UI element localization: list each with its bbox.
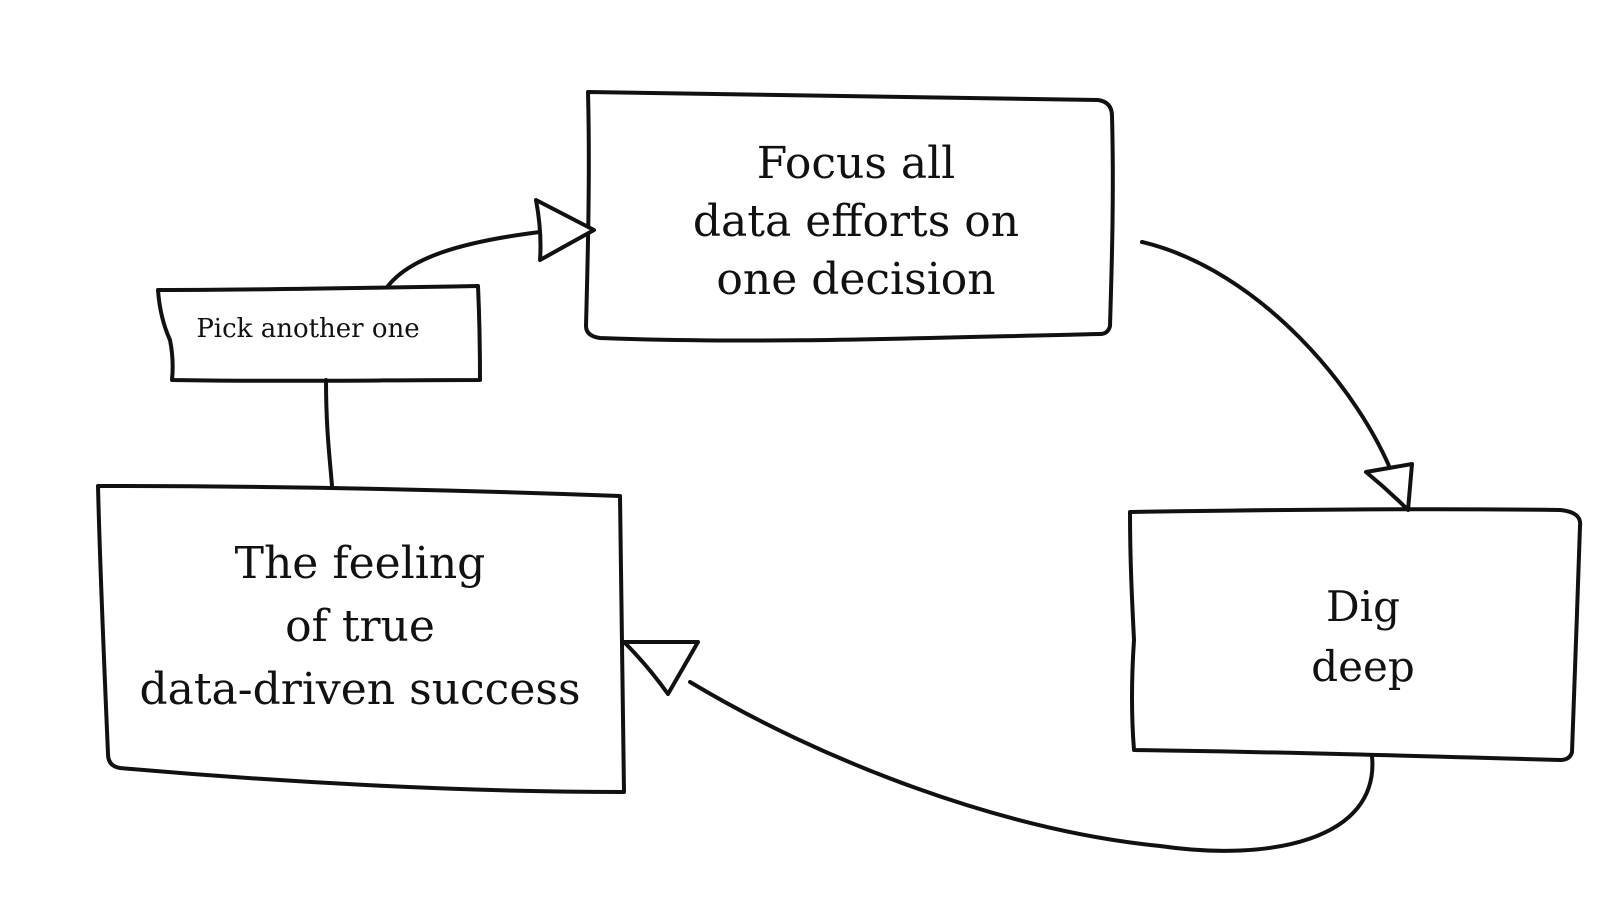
node-pick: Pick another one [156, 284, 482, 383]
arrow-dig-to-feeling-line [688, 680, 1375, 853]
node-feeling: The feeling of true data-driven success [96, 484, 626, 794]
node-feeling-line-3: data-driven success [139, 664, 580, 715]
arrow-dig-to-feeling [622, 640, 1375, 853]
node-dig-line-1: Dig [1326, 582, 1400, 631]
node-focus-line-3: one decision [716, 254, 995, 305]
node-pick-label: Pick another one [196, 314, 419, 344]
arrow-focus-to-dig-line [1140, 240, 1396, 480]
node-dig-border [1128, 507, 1583, 762]
node-focus-line-2: data efforts on [693, 196, 1019, 247]
arrow-dig-to-feeling-head [622, 640, 700, 696]
node-focus: Focus all data efforts on one decision [584, 90, 1115, 343]
node-dig: Dig deep [1128, 507, 1583, 762]
node-feeling-line-1: The feeling [235, 538, 486, 589]
arrow-focus-to-dig [1140, 240, 1414, 512]
node-feeling-line-2: of true [285, 601, 435, 652]
arrow-pick-to-focus-head [534, 198, 596, 262]
node-focus-border [584, 90, 1115, 343]
node-feeling-border [96, 484, 626, 794]
connector-feeling-to-pick [324, 378, 334, 488]
arrow-focus-to-dig-head [1364, 462, 1414, 512]
node-pick-border [156, 284, 482, 383]
node-dig-line-2: deep [1311, 642, 1414, 691]
node-focus-line-1: Focus all [757, 138, 956, 189]
arrow-pick-to-focus-line [386, 230, 542, 288]
arrow-pick-to-focus [386, 198, 596, 288]
